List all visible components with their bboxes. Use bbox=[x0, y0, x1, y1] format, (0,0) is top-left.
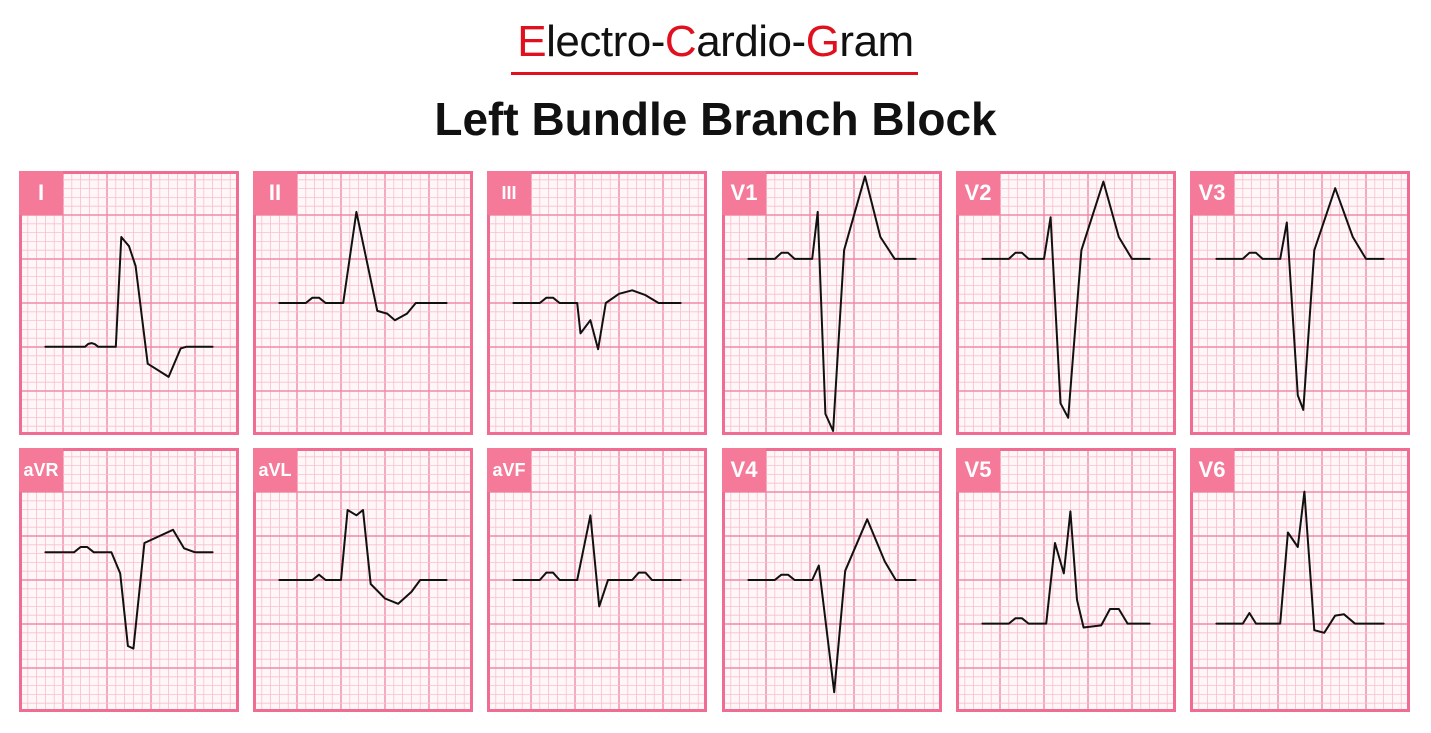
ecg-grid-v6 bbox=[1190, 448, 1410, 712]
lead-panel-avf: aVF bbox=[487, 448, 707, 712]
ecg-trace-avl bbox=[278, 509, 448, 605]
lead-label: aVR bbox=[19, 448, 63, 492]
lead-panel-v5: V5 bbox=[956, 448, 1176, 712]
lead-label: V1 bbox=[722, 171, 766, 215]
ecg-grid-v1 bbox=[722, 171, 942, 435]
lead-panel-avl: aVL bbox=[253, 448, 473, 712]
lead-panel-i: I bbox=[19, 171, 239, 435]
ecg-trace-v2 bbox=[981, 180, 1151, 419]
ecg-grid-v4 bbox=[722, 448, 942, 712]
lead-panel-ii: II bbox=[253, 171, 473, 435]
ecg-grid-v2 bbox=[956, 171, 1176, 435]
ecg-grid-i bbox=[19, 171, 239, 435]
ecg-trace-v4 bbox=[747, 518, 917, 694]
ecg-trace-v1 bbox=[747, 175, 917, 432]
ecg-trace-v6 bbox=[1215, 490, 1385, 634]
ecg-trace-i bbox=[44, 236, 214, 378]
lead-panel-v2: V2 bbox=[956, 171, 1176, 435]
lead-panel-v3: V3 bbox=[1190, 171, 1410, 435]
ecg-trace-ii bbox=[278, 210, 448, 322]
lead-label: V3 bbox=[1190, 171, 1234, 215]
brand-text-2: ardio- bbox=[696, 17, 806, 66]
ecg-grid-avf bbox=[487, 448, 707, 712]
lead-label: V2 bbox=[956, 171, 1000, 215]
lead-label: aVL bbox=[253, 448, 297, 492]
brand-letter-e: E bbox=[517, 17, 547, 66]
lead-panel-v6: V6 bbox=[1190, 448, 1410, 712]
brand-text-3: ram bbox=[839, 17, 914, 66]
lead-panel-v4: V4 bbox=[722, 448, 942, 712]
ecg-trace-avr bbox=[44, 528, 214, 650]
lead-panel-avr: aVR bbox=[19, 448, 239, 712]
lead-panel-v1: V1 bbox=[722, 171, 942, 435]
brand-title: Electro-Cardio-Gram bbox=[0, 16, 1431, 68]
lead-panel-iii: III bbox=[487, 171, 707, 435]
ecg-trace-v5 bbox=[981, 510, 1151, 629]
ecg-grid-avl bbox=[253, 448, 473, 712]
lead-label: III bbox=[487, 171, 531, 215]
ecg-grid-ii bbox=[253, 171, 473, 435]
ecg-grid-v3 bbox=[1190, 171, 1410, 435]
lead-label: V4 bbox=[722, 448, 766, 492]
page-title: Left Bundle Branch Block bbox=[434, 93, 997, 145]
lead-label: V5 bbox=[956, 448, 1000, 492]
ecg-grid-v5 bbox=[956, 448, 1176, 712]
ecg-grid-iii bbox=[487, 171, 707, 435]
brand-underline bbox=[511, 72, 918, 75]
brand-letter-c: C bbox=[664, 17, 697, 66]
lead-label: aVF bbox=[487, 448, 531, 492]
lead-label: I bbox=[19, 171, 63, 215]
ecg-grid-avr bbox=[19, 448, 239, 712]
lead-label: V6 bbox=[1190, 448, 1234, 492]
ecg-trace-v3 bbox=[1215, 187, 1385, 411]
ecg-trace-iii bbox=[512, 289, 682, 351]
brand-text-1: lectro- bbox=[546, 17, 665, 66]
brand-letter-g: G bbox=[805, 17, 840, 66]
lead-label: II bbox=[253, 171, 297, 215]
ecg-trace-avf bbox=[512, 514, 682, 608]
